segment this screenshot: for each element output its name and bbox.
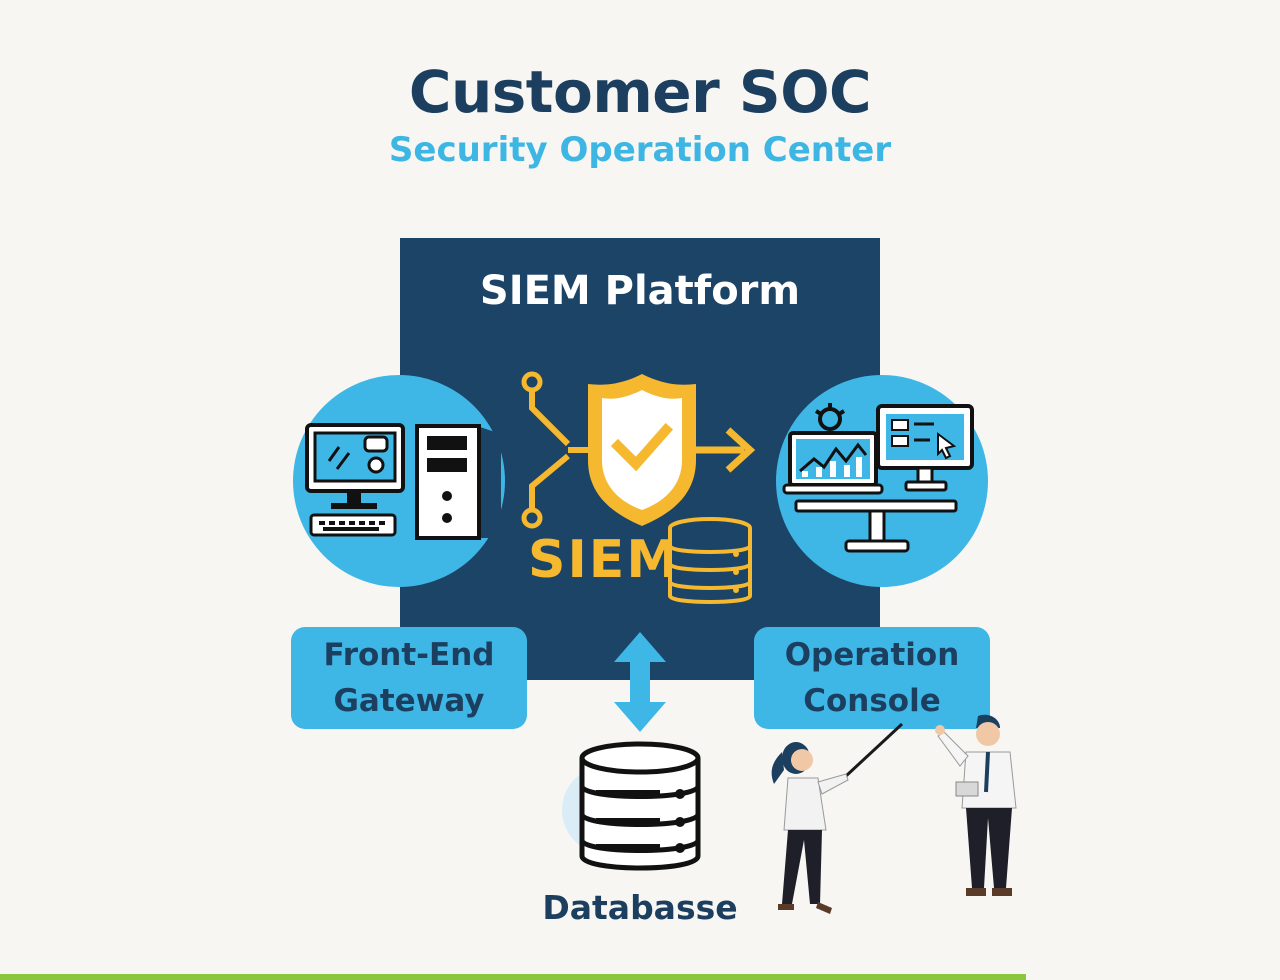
database-label: Databasse [542, 888, 738, 927]
page-subtitle: Security Operation Center [388, 130, 892, 170]
siem-logo-text: SIEM [528, 530, 681, 590]
operation-console-line1: Operation [784, 637, 960, 673]
bidirectional-arrow-icon [614, 632, 666, 732]
front-end-gateway-line1: Front-End [323, 637, 495, 673]
shield-check-icon [521, 371, 756, 529]
database-icon [562, 741, 701, 871]
presenter-people-illustration [771, 714, 1017, 914]
monitor-dashboard-icon [876, 404, 974, 492]
siem-database-icon [668, 517, 752, 604]
laptop-chart-icon [782, 403, 958, 553]
page-title: Customer SOC [408, 58, 872, 126]
siem-platform-title: SIEM Platform [479, 268, 801, 314]
desktop-computer-icon [305, 423, 405, 537]
front-end-gateway-label: Front-End Gateway [291, 627, 527, 729]
operation-console-label: Operation Console [754, 627, 990, 729]
operation-console-line2: Console [803, 683, 941, 719]
bottom-accent-bar [0, 974, 1026, 980]
front-end-gateway-line2: Gateway [333, 683, 485, 719]
server-tower-icon [415, 424, 501, 540]
